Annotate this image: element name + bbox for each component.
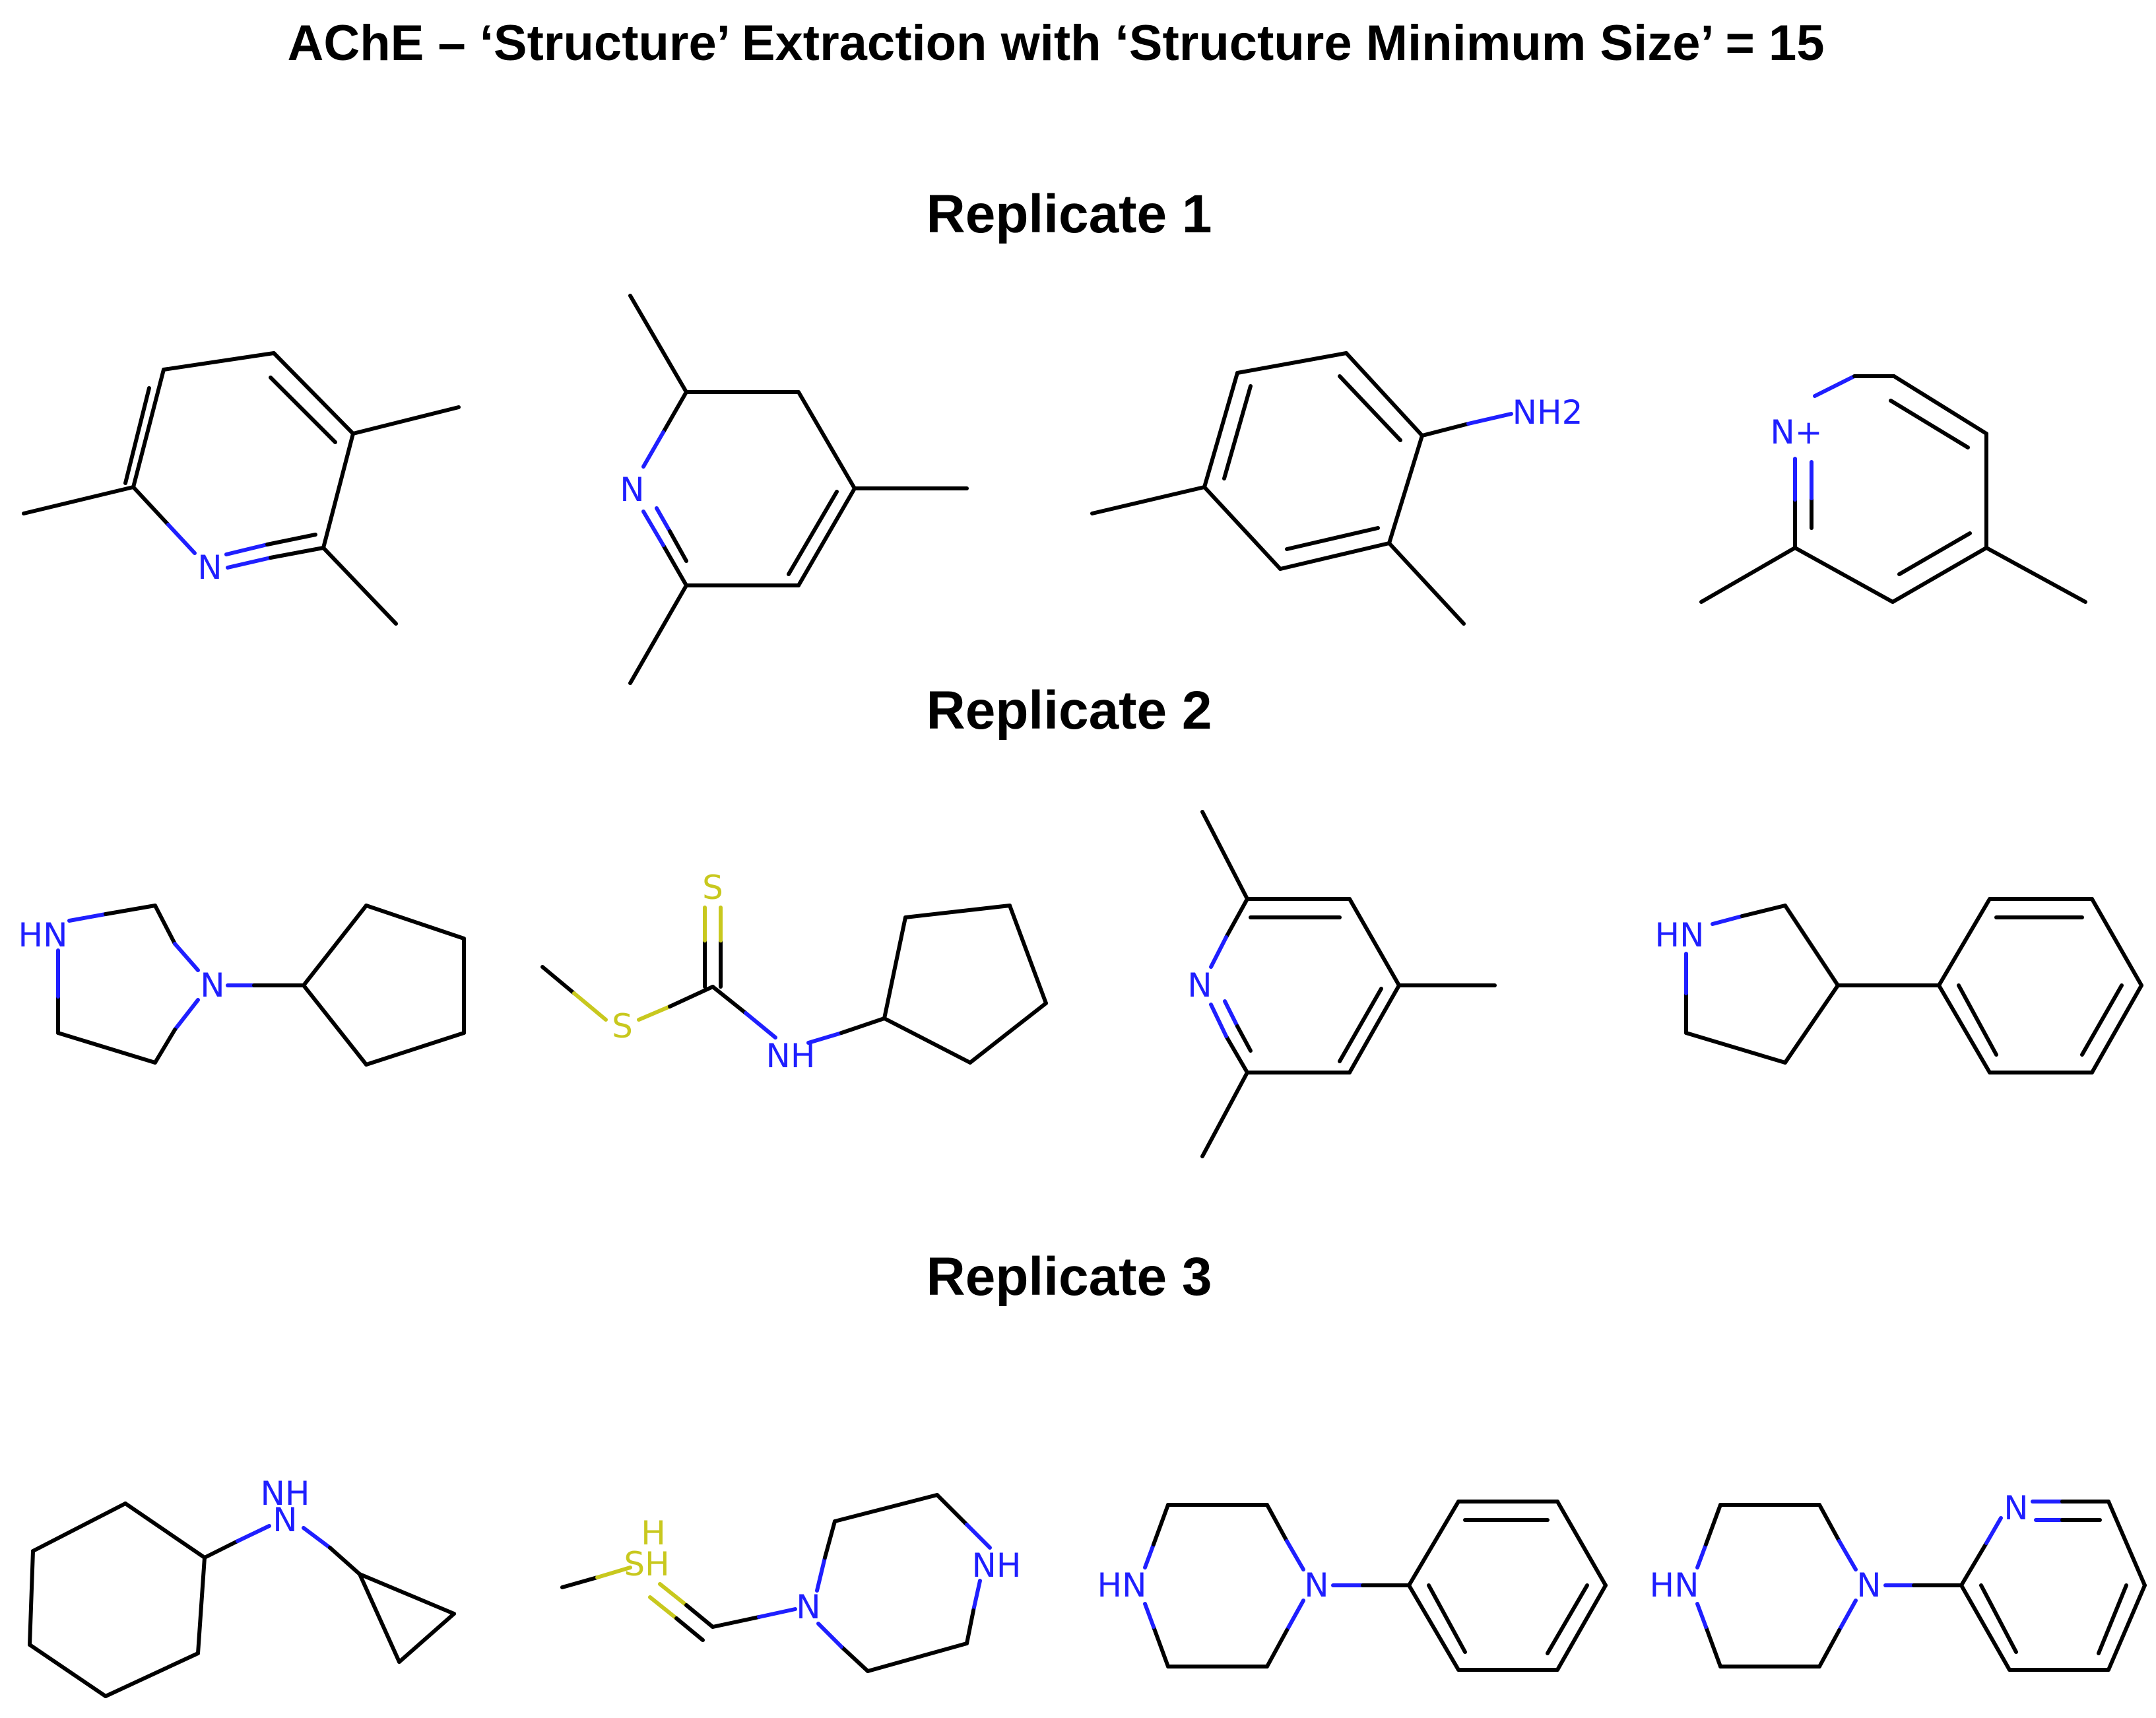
r3m2-n-label: N	[796, 1588, 820, 1626]
r3m2-sh-label: SH	[624, 1545, 669, 1583]
r3m4-hn-label: HN	[1650, 1566, 1699, 1604]
r3m4-piperazine-n-label: N	[1856, 1566, 1881, 1604]
r1m1-nitrogen-label: N	[197, 548, 222, 587]
replicate-2-molecule-3: N	[1187, 810, 1497, 1158]
replicate-3-molecule-3: HN N	[1097, 1500, 1608, 1672]
r2m1-n-label: N	[200, 966, 224, 1005]
replicate-2-heading: Replicate 2	[926, 680, 1212, 741]
r2m2-thioether-s-label: S	[612, 1007, 633, 1045]
r1m4-pyridinium-label: N+	[1770, 413, 1822, 451]
replicate-3-molecule-1: NH N	[28, 1474, 456, 1698]
replicate-2-molecule-4: HN	[1655, 897, 2143, 1074]
r2m3-nitrogen-label: N	[1187, 966, 1212, 1005]
r1m3-amine-label: NH2	[1513, 393, 1583, 432]
r1m2-nitrogen-label: N	[620, 471, 644, 509]
r2m2-nh-label: NH	[766, 1037, 816, 1075]
replicate-1-heading: Replicate 1	[926, 184, 1212, 244]
replicate-1-molecule-4: N+	[1699, 374, 2087, 604]
replicate-1-molecule-1: N	[22, 351, 461, 626]
replicate-1-molecule-2: N	[620, 294, 969, 685]
r3m1-h-label: NH	[261, 1474, 310, 1513]
r3m2-nh-label: NH	[972, 1546, 1022, 1585]
figure-title: AChE – ‘Structure’ Extraction with ‘Stru…	[287, 15, 1825, 71]
replicate-1-molecule-3: NH2	[1090, 351, 1583, 626]
r2m4-hn-label: HN	[1655, 916, 1705, 954]
replicate-2-molecule-1: HN N	[18, 904, 466, 1067]
r3m4-pyridine-n-label: N	[2004, 1489, 2028, 1527]
r3m2-h-label: H	[641, 1514, 666, 1552]
replicate-3-molecule-4: HN N N	[1650, 1489, 2147, 1672]
r2m1-hn-label: HN	[18, 916, 68, 954]
r3m3-n-label: N	[1304, 1566, 1328, 1604]
r2m2-thione-s-label: S	[702, 869, 723, 907]
replicate-2-molecule-2: S S NH	[540, 869, 1048, 1075]
r3m3-hn-label: HN	[1097, 1566, 1147, 1604]
replicate-3-heading: Replicate 3	[926, 1247, 1212, 1307]
replicate-3-molecule-2: H SH N NH	[560, 1493, 1022, 1673]
r3m1-n-label: N	[273, 1501, 297, 1539]
